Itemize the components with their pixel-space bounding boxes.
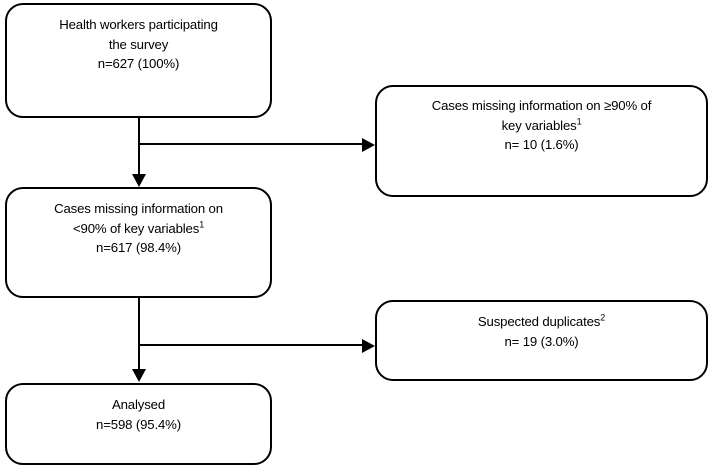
box-included-missing-line-2: <90% of key variables1 (17, 219, 260, 239)
box-enrolled-text: Health workers participating the survey … (7, 5, 270, 74)
box-analysed-text: Analysed n=598 (95.4%) (7, 385, 270, 434)
box-excluded-missing-footnote-marker: 1 (576, 116, 582, 127)
connector-enrolled-to-excluded-missing-line (139, 143, 363, 145)
connector-enrolled-to-included-arrowhead (132, 174, 146, 187)
box-included-missing-line-3: n=617 (98.4%) (96, 240, 181, 255)
box-analysed-line-2: n=598 (95.4%) (96, 416, 181, 432)
box-excluded-missing-line-2: key variables1 (387, 116, 696, 136)
box-excluded-duplicates-footnote-marker: 2 (600, 312, 606, 323)
box-excluded-missing-line-2-text: key variables (501, 117, 577, 133)
box-included-missing-line-1: Cases missing information on (54, 201, 223, 216)
box-excluded-duplicates-line-1-text: Suspected duplicates (477, 314, 601, 329)
box-excluded-missing-line-3: n= 10 (1.6%) (504, 137, 579, 152)
connector-included-to-excluded-duplicates-arrowhead (362, 338, 375, 353)
box-excluded-duplicates-line-2: n= 19 (3.0%) (504, 333, 579, 349)
box-excluded-duplicates: Suspected duplicates2 n= 19 (3.0%) (375, 300, 708, 381)
box-excluded-missing-text: Cases missing information on ≥90% of key… (377, 87, 706, 155)
box-enrolled-line-2: the survey (108, 36, 169, 52)
box-included-missing-footnote-marker: 1 (199, 219, 205, 230)
connector-included-to-analysed-line (138, 298, 140, 371)
box-enrolled: Health workers participating the survey … (5, 3, 272, 118)
connector-enrolled-to-excluded-missing-arrowhead (362, 137, 375, 152)
box-included-missing-line-2-text: <90% of key variables (72, 220, 200, 236)
connector-enrolled-to-included-line (138, 118, 140, 176)
box-enrolled-line-3: n=627 (100%) (97, 56, 180, 71)
box-enrolled-line-1: Health workers participating (59, 17, 218, 32)
box-excluded-missing-line-1: Cases missing information on ≥90% of (431, 98, 652, 113)
box-included-missing: Cases missing information on <90% of key… (5, 187, 272, 298)
connector-included-to-excluded-duplicates-line (139, 344, 363, 346)
box-excluded-duplicates-line-1: Suspected duplicates2 (387, 312, 696, 332)
box-analysed: Analysed n=598 (95.4%) (5, 383, 272, 465)
connector-included-to-analysed-arrowhead (132, 369, 146, 382)
box-included-missing-text: Cases missing information on <90% of key… (7, 189, 270, 258)
box-analysed-line-1: Analysed (111, 397, 166, 412)
box-excluded-duplicates-text: Suspected duplicates2 n= 19 (3.0%) (377, 302, 706, 351)
box-excluded-missing: Cases missing information on ≥90% of key… (375, 85, 708, 197)
